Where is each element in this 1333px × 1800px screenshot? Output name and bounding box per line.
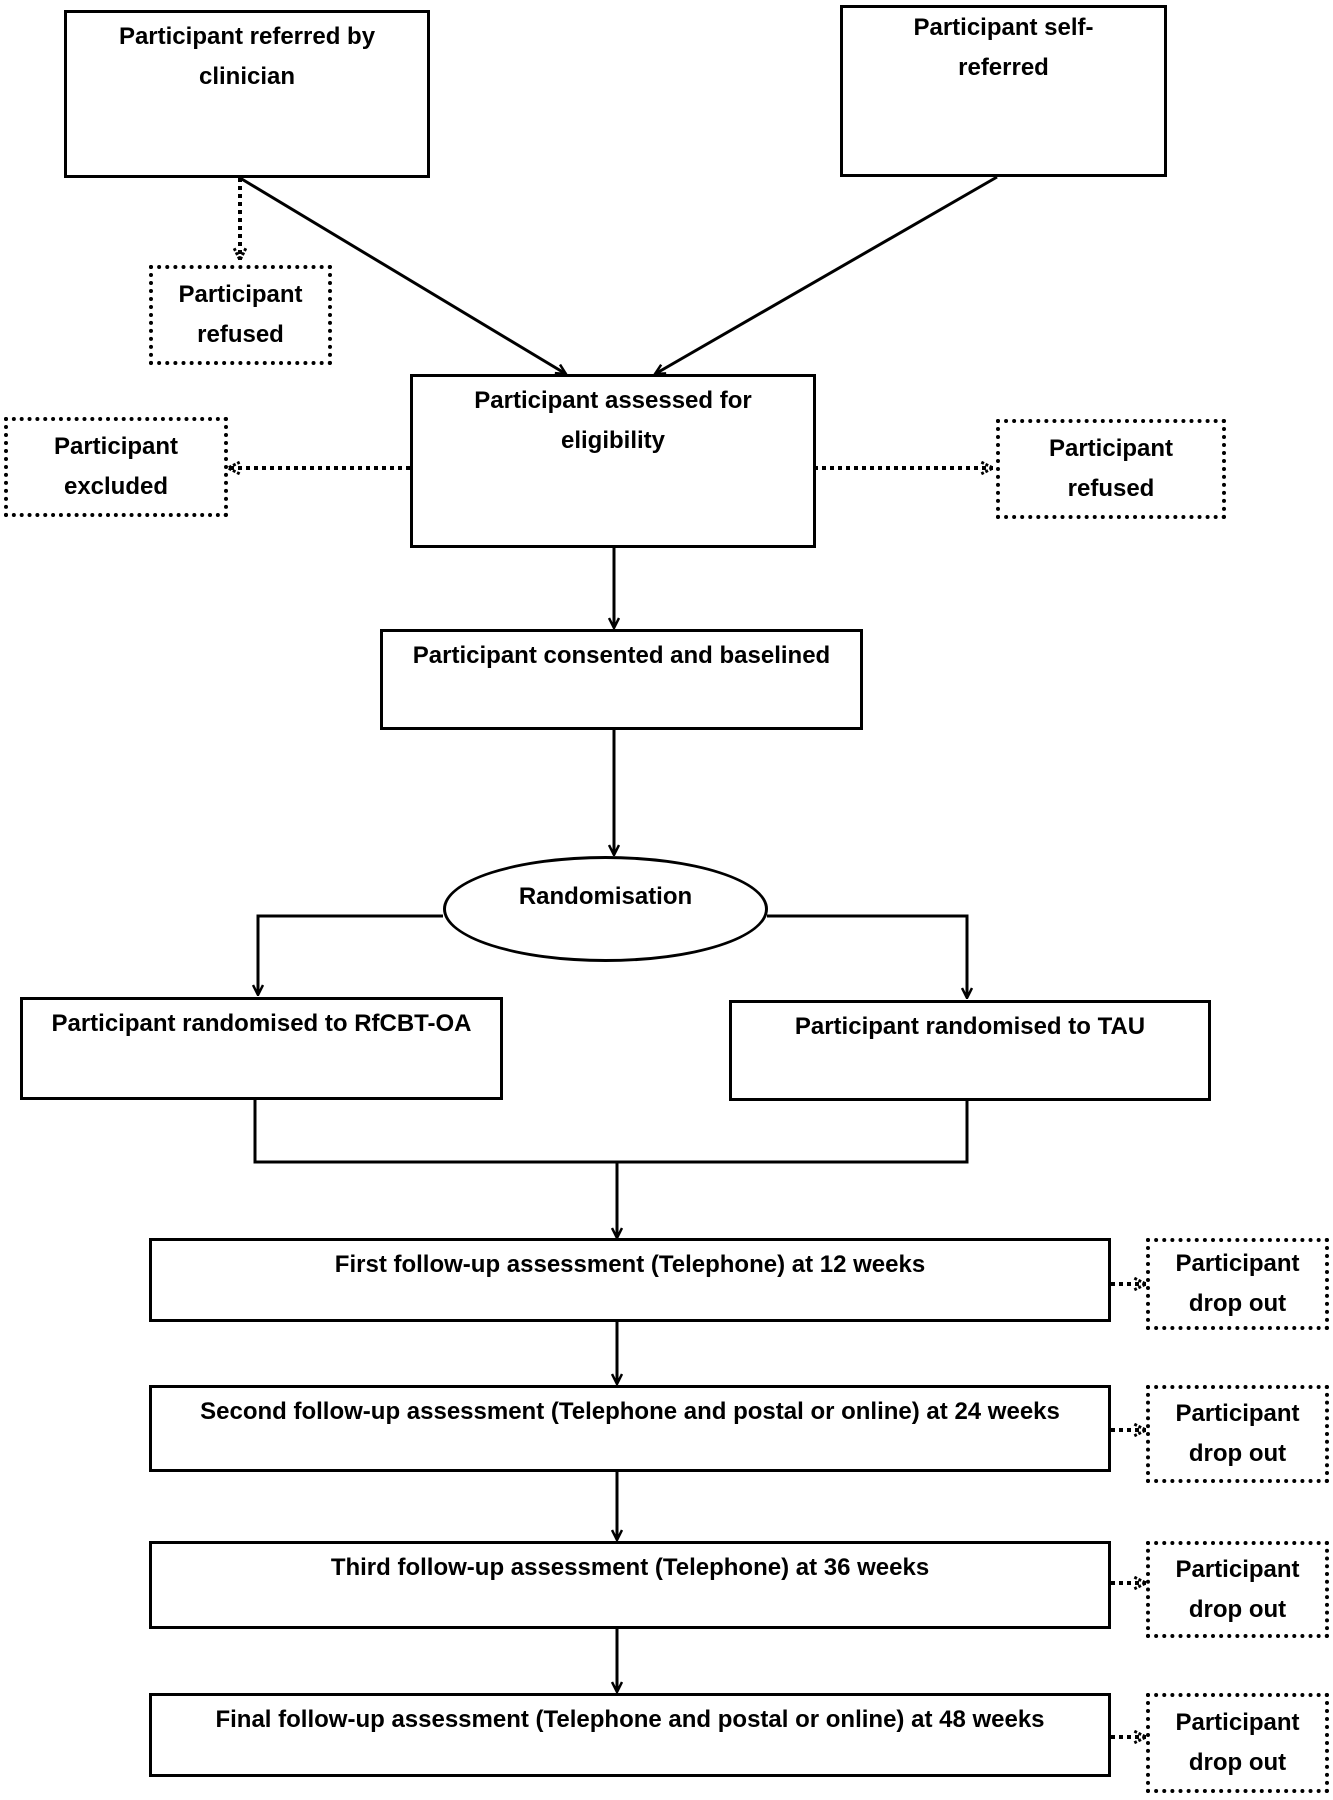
dropout-first-line2: drop out: [1188, 1290, 1287, 1317]
rfcbt-arm-box: Participant randomised to RfCBT-OA: [20, 997, 503, 1100]
tau-arm-box: Participant randomised to TAU: [729, 1000, 1211, 1101]
dropout-third-box: Participant drop out: [1146, 1541, 1329, 1638]
self-referral-line2: referred: [958, 54, 1049, 81]
randomisation-label: Randomisation: [518, 883, 693, 910]
tau-arm-label: Participant randomised to TAU: [794, 1013, 1146, 1040]
followup-third-box: Third follow-up assessment (Telephone) a…: [149, 1541, 1111, 1629]
excluded-line1: Participant: [53, 433, 179, 460]
dropout-final-line1: Participant: [1175, 1709, 1300, 1736]
consented-label: Participant consented and baselined: [412, 642, 831, 669]
refused-right-box: Participant refused: [996, 419, 1226, 519]
dropout-third-line2: drop out: [1188, 1595, 1287, 1623]
dropout-first-line1: Participant: [1175, 1250, 1300, 1277]
consented-box: Participant consented and baselined: [380, 629, 863, 730]
clinician-referral-box: Participant referred by clinician: [64, 10, 430, 178]
assessed-line1: Participant assessed for: [474, 387, 752, 414]
followup-first-box: First follow-up assessment (Telephone) a…: [149, 1238, 1111, 1322]
assessed-line2: eligibility: [560, 427, 665, 454]
dropout-final-box: Participant drop out: [1146, 1693, 1329, 1793]
assessed-eligibility-box: Participant assessed for eligibility: [410, 374, 816, 548]
dropout-second-box: Participant drop out: [1146, 1385, 1329, 1483]
randomisation-oval: Randomisation: [443, 856, 768, 962]
dropout-second-line2: drop out: [1188, 1440, 1287, 1467]
followup-first-label: First follow-up assessment (Telephone) a…: [334, 1251, 926, 1278]
rfcbt-arm-label: Participant randomised to RfCBT-OA: [51, 1010, 472, 1037]
refused-top-box: Participant refused: [149, 265, 332, 365]
self-referral-line1: Participant self-: [913, 14, 1094, 41]
merge-line: [253, 1100, 969, 1164]
refused-top-line1: Participant: [178, 281, 303, 308]
excluded-line2: excluded: [63, 473, 169, 500]
branch-to-rfcbt: [258, 914, 443, 995]
followup-final-box: Final follow-up assessment (Telephone an…: [149, 1693, 1111, 1777]
refused-right-line2: refused: [1067, 475, 1155, 502]
followup-second-box: Second follow-up assessment (Telephone a…: [149, 1385, 1111, 1472]
excluded-box: Participant excluded: [4, 417, 228, 517]
refused-top-line2: refused: [197, 321, 284, 348]
arrow-clinician-to-assessed: [239, 176, 566, 374]
arrow-self-to-assessed: [655, 175, 998, 374]
refused-right-line1: Participant: [1048, 435, 1174, 462]
followup-final-label: Final follow-up assessment (Telephone an…: [215, 1706, 1045, 1733]
branch-to-tau: [767, 914, 967, 998]
clinician-referral-line1: Participant referred by: [118, 23, 376, 50]
dropout-second-line1: Participant: [1175, 1400, 1300, 1427]
clinician-referral-line2: clinician: [198, 63, 296, 90]
followup-third-label: Third follow-up assessment (Telephone) a…: [330, 1554, 930, 1581]
dropout-third-line1: Participant: [1175, 1555, 1300, 1583]
followup-second-label: Second follow-up assessment (Telephone a…: [200, 1398, 1060, 1425]
dropout-final-line2: drop out: [1188, 1749, 1287, 1776]
dropout-first-box: Participant drop out: [1146, 1238, 1329, 1330]
self-referral-box: Participant self- referred: [840, 5, 1167, 177]
